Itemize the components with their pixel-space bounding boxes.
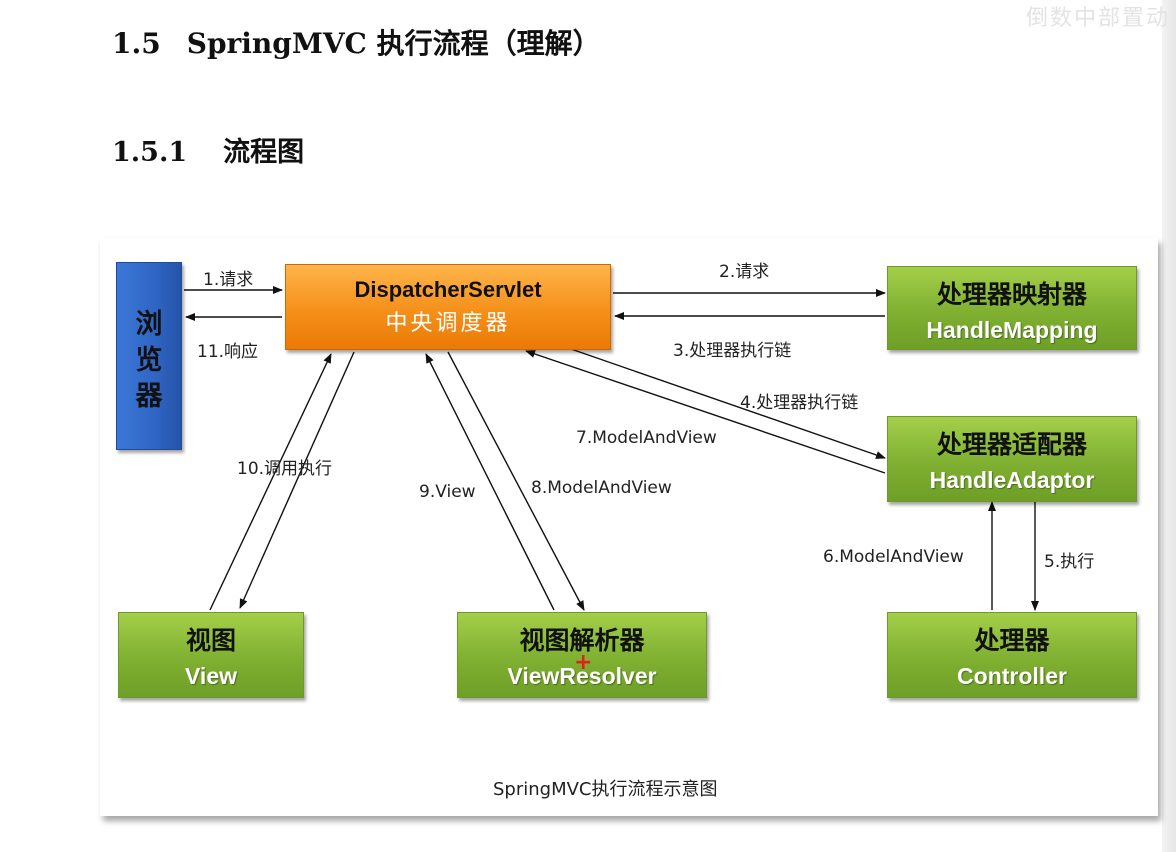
section-title: SpringMVC 执行流程（理解） xyxy=(186,27,601,60)
browser-char: 览 xyxy=(135,345,163,376)
subsection-title: 流程图 xyxy=(223,137,305,168)
label-7-modelandview: 7.ModelAndView xyxy=(576,428,717,448)
arrow-10-invoke-up xyxy=(209,353,332,611)
label-9-view: 9.View xyxy=(419,482,476,502)
section-heading: 1.5 SpringMVC 执行流程（理解） xyxy=(112,22,601,62)
subsection-heading: 1.5.1 流程图 xyxy=(112,130,304,169)
adaptor-en-label: HandleAdaptor xyxy=(929,467,1095,493)
label-5-execute: 5.执行 xyxy=(1044,552,1095,572)
browser-box: 浏 览 器 xyxy=(116,262,182,450)
adaptor-zh-label: 处理器适配器 xyxy=(936,430,1087,459)
label-6-modelandview: 6.ModelAndView xyxy=(823,547,964,567)
diagram-caption: SpringMVC执行流程示意图 xyxy=(493,779,718,800)
resolver-en-label: ViewResolver xyxy=(507,663,657,689)
resolver-zh-label: 视图解析器 xyxy=(519,626,645,655)
browser-char: 器 xyxy=(135,381,163,412)
view-box: 视图 View xyxy=(118,612,304,698)
label-11-response: 11.响应 xyxy=(197,342,259,362)
subsection-number: 1.5.1 xyxy=(112,137,188,168)
label-4-chain: 4.处理器执行链 xyxy=(740,393,859,413)
mapping-en-label: HandleMapping xyxy=(926,317,1098,343)
controller-box: 处理器 Controller xyxy=(887,612,1137,698)
arrow-10-invoke-down xyxy=(239,351,355,609)
arrow-4-chain xyxy=(570,348,886,459)
label-1-request: 1.请求 xyxy=(203,270,254,290)
handle-mapping-box: 处理器映射器 HandleMapping xyxy=(887,266,1137,350)
arrow-9-view xyxy=(425,353,555,611)
browser-char: 浏 xyxy=(135,309,163,340)
mapping-zh-label: 处理器映射器 xyxy=(936,280,1087,309)
arrow-8-modelandview xyxy=(447,351,585,611)
handle-adaptor-box: 处理器适配器 HandleAdaptor xyxy=(887,416,1137,502)
cursor-plus-icon: + xyxy=(574,650,593,675)
label-2-request: 2.请求 xyxy=(719,262,770,282)
dispatcher-zh-label: 中央调度器 xyxy=(385,311,511,336)
section-number: 1.5 xyxy=(112,27,161,60)
dispatcher-servlet-box: DispatcherServlet 中央调度器 xyxy=(285,264,611,350)
label-3-chain: 3.处理器执行链 xyxy=(673,341,792,361)
view-zh-label: 视图 xyxy=(185,626,236,655)
label-8-modelandview: 8.ModelAndView xyxy=(531,478,672,498)
controller-en-label: Controller xyxy=(957,663,1067,689)
page-edge-shade xyxy=(1162,0,1176,852)
view-resolver-box: 视图解析器 ViewResolver xyxy=(457,612,707,698)
label-10-invoke: 10.调用执行 xyxy=(237,459,333,479)
watermark: 倒数中部置动 xyxy=(1025,6,1170,31)
dispatcher-en-label: DispatcherServlet xyxy=(354,277,542,302)
view-en-label: View xyxy=(185,663,237,689)
arrow-7-modelandview xyxy=(525,350,886,474)
controller-zh-label: 处理器 xyxy=(974,626,1050,655)
